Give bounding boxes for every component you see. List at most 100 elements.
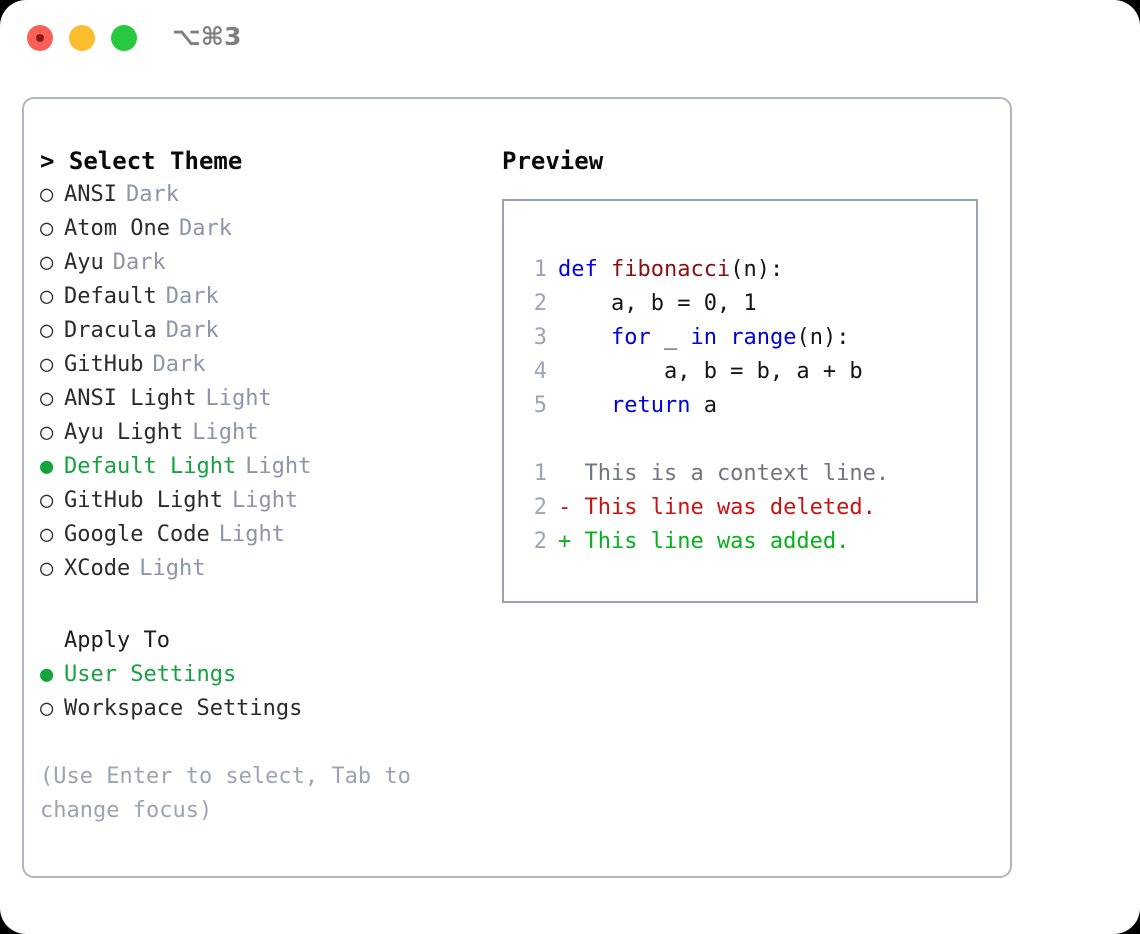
preview-title: Preview [502,147,604,175]
code-token: in [690,325,717,350]
keyboard-shortcut-label: ⌥⌘3 [172,22,242,51]
apply-to-label-row: ○ Apply To [40,624,480,658]
code-token [717,325,730,350]
code-token: (n): [730,257,784,282]
code-token [558,325,611,350]
hint-spacer [40,726,480,760]
theme-category-tag: Dark [165,318,219,343]
section-spacer [40,586,480,624]
code-blank-line [519,423,889,457]
theme-name: Default [64,284,157,309]
theme-category-tag: Light [231,488,299,513]
theme-list-item[interactable]: ○ Default Dark [40,280,480,314]
theme-category-tag: Dark [112,250,166,275]
theme-category-tag: Dark [165,284,219,309]
theme-name: GitHub [64,352,144,377]
code-line-content: return a [558,389,717,423]
radio-unselected-icon[interactable]: ○ [40,182,54,207]
radio-unselected-icon[interactable]: ○ [40,488,54,513]
diff-line: 2 + This line was added. [519,525,889,559]
spacer-marker: ○ [40,624,64,658]
line-number: 2 [533,291,547,316]
theme-name: Default Light [64,454,237,479]
radio-unselected-icon[interactable]: ○ [40,522,54,547]
apply-to-option[interactable]: ●User Settings [40,658,480,692]
code-token [558,393,611,418]
apply-to-options[interactable]: ●User Settings○Workspace Settings [40,658,480,726]
radio-unselected-icon[interactable]: ○ [40,216,54,241]
diff-line-content: - This line was deleted. [558,495,876,520]
radio-unselected-icon[interactable]: ○ [40,318,54,343]
line-number: 1 [533,461,547,486]
code-token: (n): [796,325,850,350]
theme-category-tag: Light [192,420,259,445]
code-line: 3 for _ in range(n): [519,321,889,355]
code-line-content: def fibonacci(n): [558,253,783,287]
code-token: a, b = b, a + b [558,359,863,384]
code-token: def [558,257,598,282]
theme-list-item[interactable]: ○ Ayu Light Light [40,416,480,450]
radio-unselected-icon[interactable]: ○ [40,352,54,377]
radio-selected-icon[interactable]: ● [40,662,54,687]
code-token [598,257,611,282]
minimize-button-icon[interactable] [69,25,95,51]
theme-name: XCode [64,556,131,581]
theme-category-tag: Dark [178,216,232,241]
line-number: 4 [533,359,547,384]
line-number: 2 [533,529,547,554]
maximize-button-icon[interactable] [111,25,137,51]
radio-unselected-icon[interactable]: ○ [40,250,54,275]
line-number: 5 [533,393,547,418]
theme-list-item[interactable]: ○ Google Code Light [40,518,480,552]
code-token: a [690,393,717,418]
diff-line: 1 This is a context line. [519,457,889,491]
code-token: range [730,325,797,350]
theme-list-item[interactable]: ● Default Light Light [40,450,480,484]
code-line-content: a, b = 0, 1 [558,287,757,321]
theme-name: Ayu Light [64,420,184,445]
diff-line-content: + This line was added. [558,529,850,554]
titlebar: ⌥⌘3 [0,0,1140,78]
theme-name: Dracula [64,318,157,343]
keyboard-hint-text: (Use Enter to select, Tab to change focu… [40,764,411,823]
code-line: 4 a, b = b, a + b [519,355,889,389]
radio-unselected-icon[interactable]: ○ [40,556,54,581]
theme-list-item[interactable]: ○ Ayu Dark [40,246,480,280]
theme-category-tag: Light [205,386,272,411]
code-line-content: for _ in range(n): [558,321,849,355]
theme-name: Atom One [64,216,170,241]
line-number: 1 [533,257,547,282]
radio-unselected-icon[interactable]: ○ [40,284,54,309]
theme-list-item[interactable]: ○ Atom One Dark [40,212,480,246]
code-line: 2 a, b = 0, 1 [519,287,889,321]
theme-name: Google Code [64,522,210,547]
radio-unselected-icon[interactable]: ○ [40,386,54,411]
radio-selected-icon[interactable]: ● [40,454,54,479]
apply-to-option[interactable]: ○Workspace Settings [40,692,480,726]
code-line: 1 def fibonacci(n): [519,253,889,287]
window-controls [27,25,137,51]
theme-name: Ayu [64,250,104,275]
theme-name: ANSI [64,182,117,207]
radio-unselected-icon[interactable]: ○ [40,696,54,721]
line-number: 3 [533,325,547,350]
theme-category-tag: Light [218,522,285,547]
radio-unselected-icon[interactable]: ○ [40,420,54,445]
theme-list-item[interactable]: ○ Dracula Dark [40,314,480,348]
code-line-content: a, b = b, a + b [558,355,863,389]
close-button-icon[interactable] [27,25,53,51]
apply-to-label: Apply To [64,628,170,653]
code-token: return [610,393,691,418]
theme-category-tag: Light [245,454,312,479]
